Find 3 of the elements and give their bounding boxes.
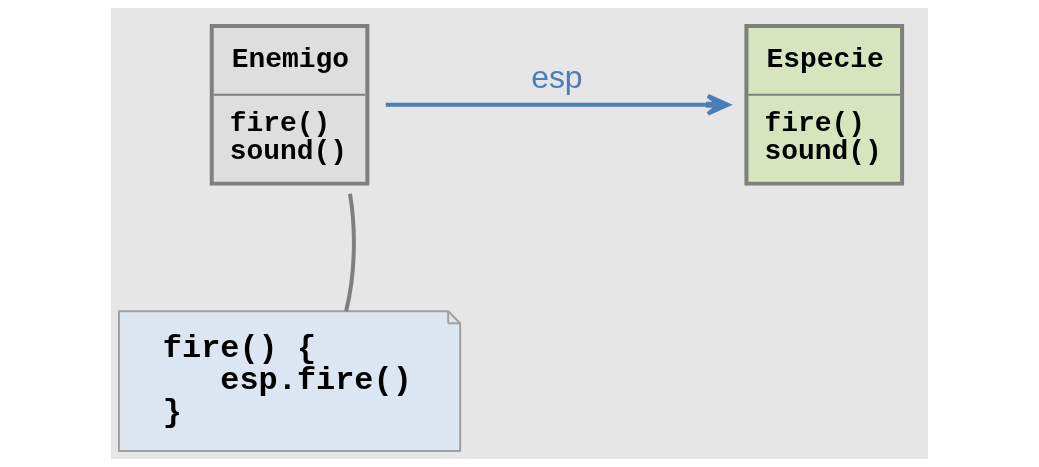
edge-label: esp <box>531 59 583 96</box>
arrow <box>385 93 730 116</box>
connector <box>344 193 356 312</box>
